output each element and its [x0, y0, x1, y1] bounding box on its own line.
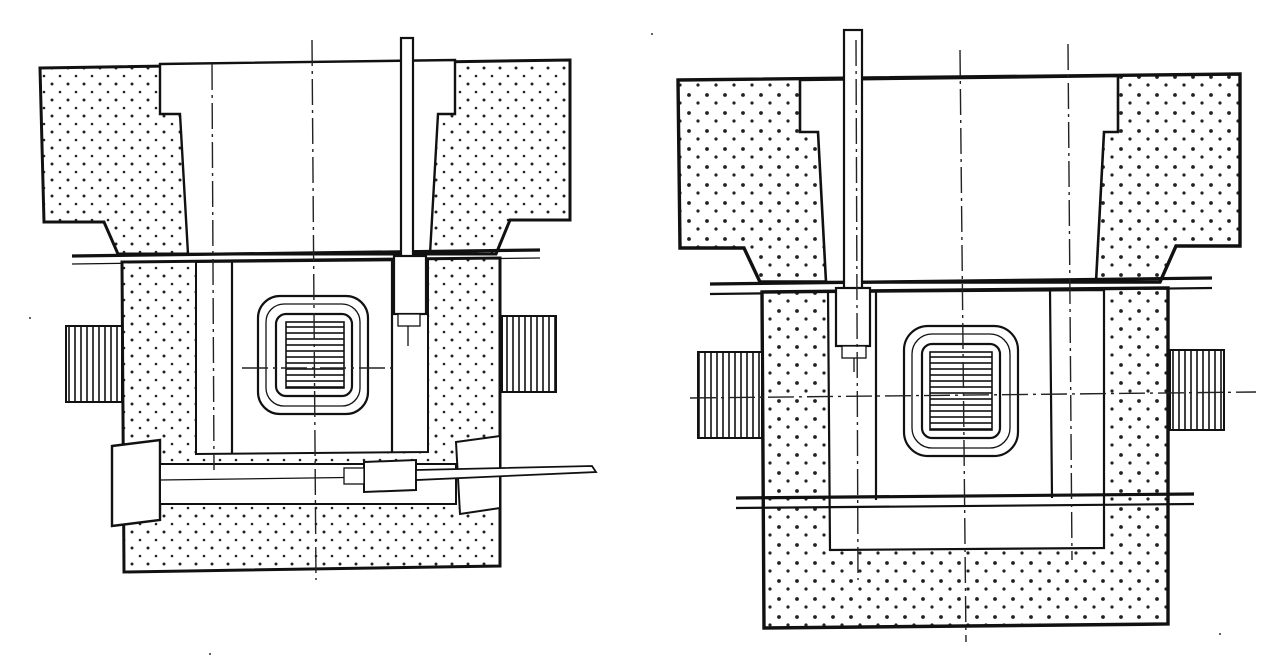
right-top-cavity — [798, 74, 1120, 284]
left-cooler-right — [501, 315, 557, 393]
left-top-cavity — [158, 58, 457, 256]
right-cooler-right — [1169, 349, 1225, 431]
left-vertical-probe — [399, 36, 415, 262]
left-furnace — [38, 36, 598, 581]
right-furnace — [676, 28, 1257, 643]
left-tap-rod — [363, 458, 417, 494]
left-cooler-left — [65, 325, 123, 403]
right-vertical-probe — [842, 28, 864, 294]
right-flange-line — [709, 276, 1213, 286]
left-flange-line — [71, 248, 541, 258]
left-bottom-plug — [110, 438, 162, 528]
right-cooler-left — [697, 351, 763, 439]
right-coil-core — [929, 351, 993, 431]
